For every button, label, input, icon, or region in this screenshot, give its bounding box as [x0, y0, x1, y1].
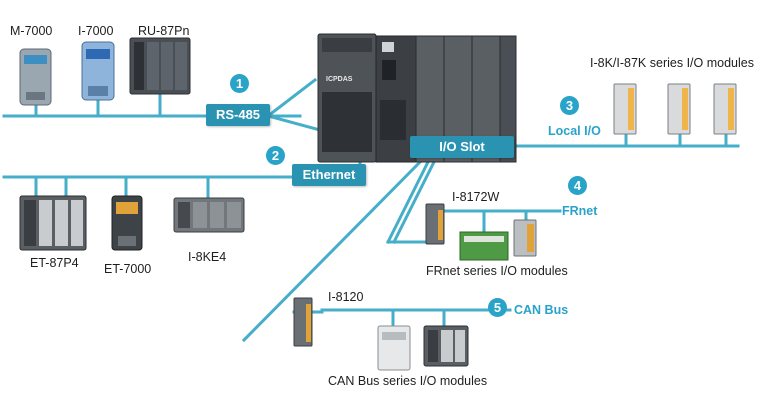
can-module-1 [377, 325, 411, 371]
controller-brand: ICPDAS [326, 76, 353, 83]
label-i7000: I-7000 [78, 24, 114, 38]
label-ru87pn: RU-87Pn [138, 24, 190, 38]
label-can-series: CAN Bus series I/O modules [328, 374, 488, 388]
frnet-feed-2 [391, 155, 439, 245]
i7000-module [81, 41, 115, 101]
badge-5: 5 [488, 298, 507, 317]
bus-ethernet: Ethernet [292, 164, 366, 186]
frnet-board [459, 231, 509, 261]
bus-io-slot: I/O Slot [410, 136, 514, 158]
label-i8ke4: I-8KE4 [188, 250, 227, 264]
i8k-module-3 [713, 83, 737, 135]
badge-3: 3 [560, 96, 579, 115]
label-frnet: FRnet [562, 204, 598, 218]
can-module-2 [423, 325, 469, 367]
label-can-bus: CAN Bus [514, 303, 569, 317]
m7000-module [19, 48, 52, 106]
i8k-module-2 [667, 83, 691, 135]
label-local-io: Local I/O [548, 124, 601, 138]
rs485-link-1 [265, 77, 318, 119]
label-frnet-series: FRnet series I/O modules [426, 264, 568, 278]
frnet-module [513, 219, 537, 257]
label-m7000: M-7000 [10, 24, 53, 38]
frnet-feed-1 [385, 155, 433, 245]
label-et87p4: ET-87P4 [30, 256, 79, 270]
ru87pn-rack [129, 37, 191, 95]
label-et7000: ET-7000 [104, 262, 152, 276]
i8172w-card [425, 203, 445, 245]
i8k-module-1 [613, 83, 637, 135]
can-feed [241, 155, 427, 343]
badge-4: 4 [568, 176, 587, 195]
bus-rs485: RS-485 [206, 104, 270, 126]
badge-1: 1 [230, 74, 249, 93]
i8ke4-rack [173, 197, 245, 233]
label-i8172w: I-8172W [452, 190, 500, 204]
rs485-link-2 [266, 114, 322, 132]
et7000-module [111, 195, 143, 251]
badge-2: 2 [266, 146, 285, 165]
i8120-card [293, 297, 313, 347]
label-i8k-series: I-8K/I-87K series I/O modules [590, 56, 754, 70]
et87p4-rack [19, 195, 87, 251]
label-i8120: I-8120 [328, 290, 364, 304]
